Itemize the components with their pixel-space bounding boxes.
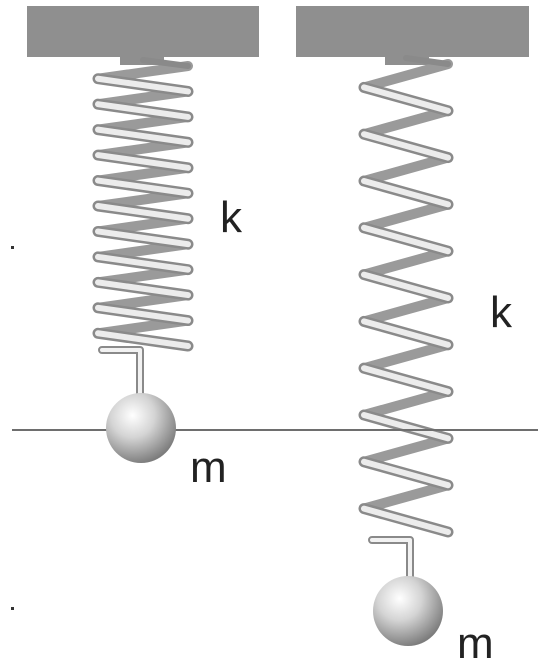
spring-back-coil [359,293,453,327]
spring-front-coil [95,203,191,222]
spring-front-coil [361,84,451,114]
spring-back-coil [359,433,453,467]
spring-front-coil [95,101,191,120]
left-margin-tick-upper [11,246,14,249]
spring-back-coil [359,480,453,514]
spring-back-coil [359,152,453,186]
spring-back-coil [359,105,453,140]
right-spring-constant-label: k [490,288,513,337]
spring-top-lead [403,55,451,67]
spring-front-coil [95,177,191,197]
left-margin-tick-lower [11,607,14,610]
left-spring [92,57,194,352]
spring-front-coil [361,505,451,535]
left-spring-constant-label: k [220,193,243,242]
spring-front-coil [95,75,191,95]
left-mass [106,393,176,463]
spring-front-coil [361,131,451,161]
right-mass-label: m [457,619,494,667]
spring-front-coil [95,228,191,248]
spring-front-coil [361,224,451,255]
right-spring [358,55,454,538]
spring-front-coil [361,271,451,301]
spring-back-coil [359,199,453,233]
spring-front-coil [95,279,191,299]
spring-front-coil [95,152,191,171]
left-ceiling-support [27,6,259,57]
spring-front-coil [95,126,191,146]
right-ceiling-support [296,6,529,57]
spring-top-lead [140,57,191,69]
spring-front-coil [361,458,451,489]
right-mass [373,576,443,646]
left-mass-label: m [190,443,227,492]
spring-back-coil [359,59,453,93]
spring-front-coil [361,178,451,208]
spring-front-coil [361,412,451,442]
spring-back-coil [359,386,453,420]
spring-front-coil [95,304,191,324]
spring-front-coil [95,253,191,273]
spring-front-coil [95,330,191,349]
spring-back-coil [359,339,453,374]
right-mass-hook [368,536,414,586]
spring-front-coil [361,318,451,348]
spring-back-coil [359,246,453,280]
spring-front-coil [361,365,451,395]
